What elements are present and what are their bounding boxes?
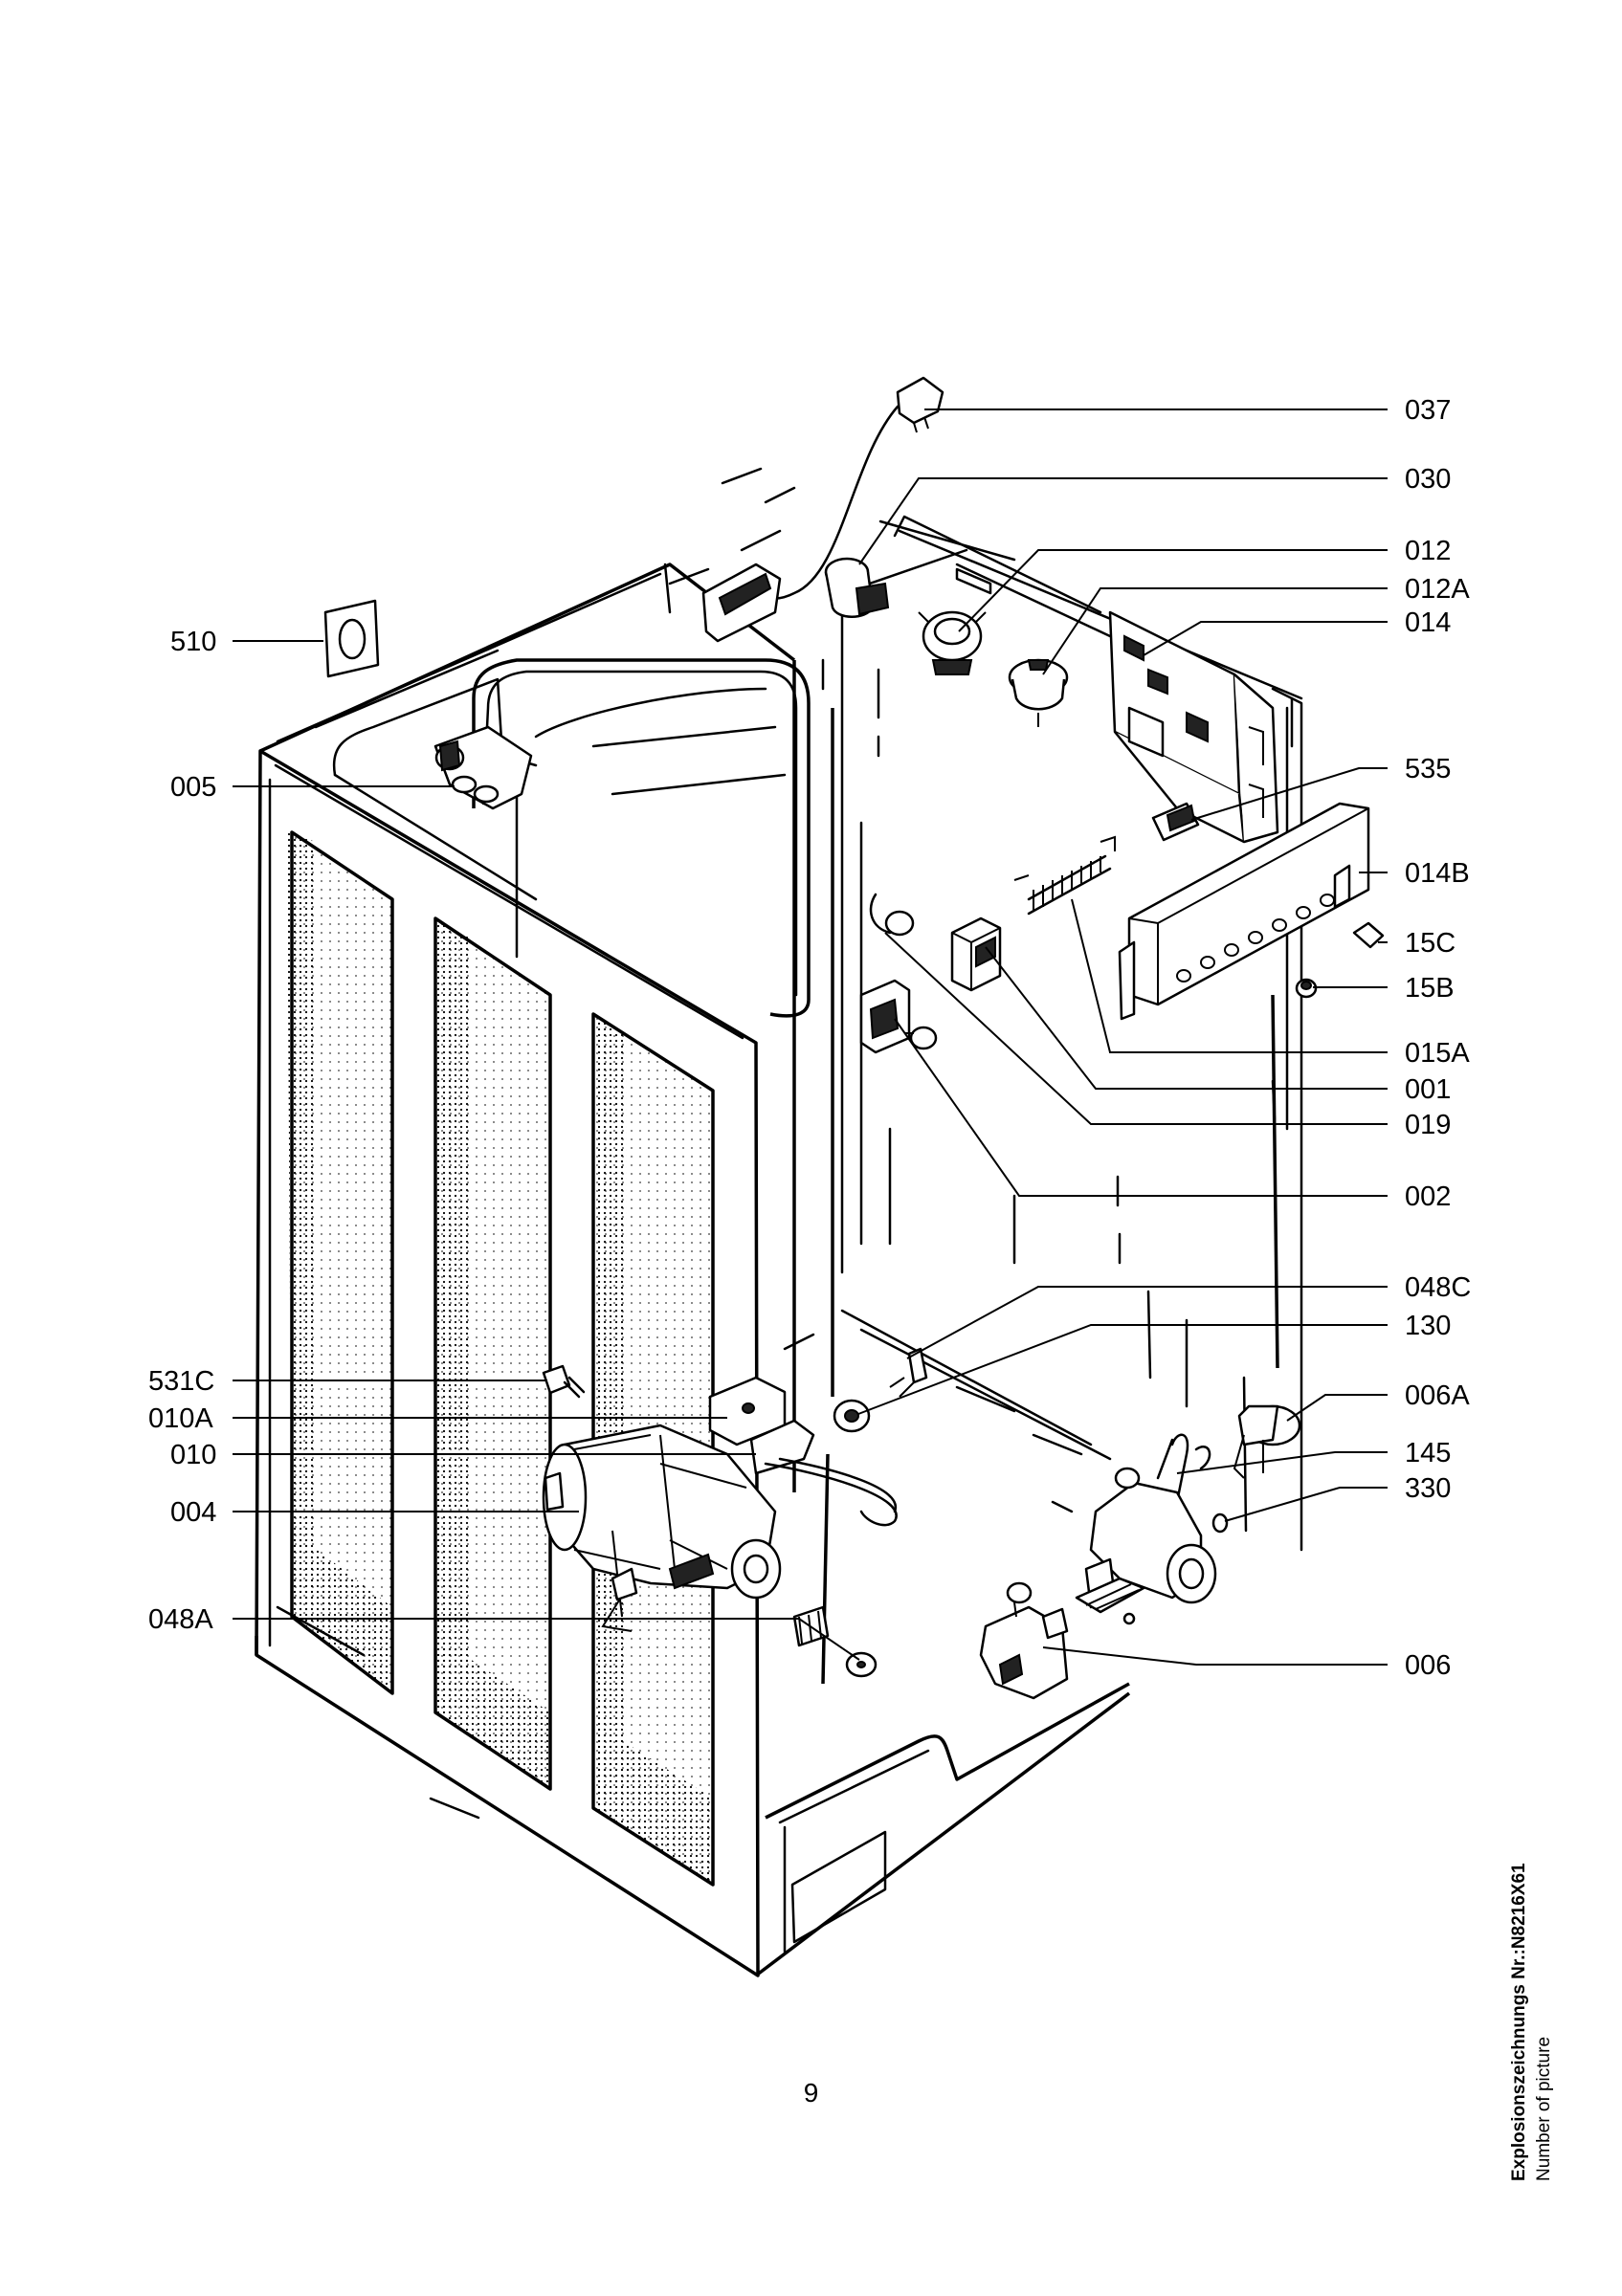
power-cord-part-037	[701, 376, 944, 643]
suppressor-part-002	[859, 979, 938, 1054]
callout-012: 012	[1405, 536, 1451, 566]
callout-030: 030	[1405, 464, 1451, 495]
small-part-330	[1211, 1512, 1229, 1534]
callout-006: 006	[1405, 1650, 1451, 1681]
ntc-sensor-part-048C	[889, 1347, 928, 1398]
cover-plate-part-510	[323, 599, 380, 678]
knob-part-15C	[1352, 921, 1385, 949]
callout-535: 535	[1405, 754, 1451, 784]
leaders	[233, 408, 1388, 1666]
capacitor-part-030	[824, 557, 890, 618]
clip-part-019	[869, 893, 915, 937]
callout-004: 004	[170, 1497, 216, 1528]
pressure-switch-part-012A	[1008, 658, 1069, 727]
callout-015A: 015A	[1405, 1038, 1470, 1069]
callout-002: 002	[1405, 1181, 1451, 1212]
knob-part-15B	[1295, 978, 1318, 999]
callout-048A: 048A	[148, 1604, 213, 1635]
callout-048C: 048C	[1405, 1272, 1471, 1303]
callout-005: 005	[170, 772, 216, 803]
drain-pump-body	[1075, 1438, 1217, 1614]
callout-037: 037	[1405, 395, 1451, 426]
callout-006A: 006A	[1405, 1380, 1470, 1411]
callout-531C: 531C	[148, 1366, 214, 1397]
callout-145: 145	[1405, 1438, 1451, 1468]
switch-contacts-part-015A	[1013, 835, 1116, 916]
heating-element-part-010	[749, 1419, 898, 1527]
control-panel-part-014B	[1118, 802, 1370, 1021]
control-board-part-014	[1108, 610, 1279, 844]
seal-part-130	[833, 1399, 871, 1433]
callout-15C: 15C	[1405, 928, 1455, 959]
programmer-part-012	[918, 610, 987, 675]
callout-019: 019	[1405, 1110, 1451, 1140]
callout-001: 001	[1405, 1074, 1451, 1105]
door-lock-part-001	[950, 916, 1002, 992]
drain-pump-part-006	[979, 1581, 1136, 1700]
hose-clamp-part-145	[1170, 1433, 1211, 1504]
inlet-valve-part-005	[433, 725, 533, 810]
callout-labels: 037 030 012 012A 014 510 005 535 014B 15…	[148, 395, 1471, 1681]
page-number: 9	[803, 2078, 819, 2108]
callout-014: 014	[1405, 607, 1451, 638]
callout-010: 010	[170, 1440, 216, 1470]
motor-part-004	[542, 1424, 782, 1632]
picture-reference-title: Explosionszeichnungs Nr.:N8216X61	[1509, 1863, 1529, 2181]
picture-reference-subtitle: Number of picture	[1534, 2036, 1554, 2181]
callout-014B: 014B	[1405, 858, 1470, 889]
callout-010A: 010A	[148, 1403, 213, 1434]
callout-15B: 15B	[1405, 973, 1455, 1004]
callout-330: 330	[1405, 1473, 1451, 1504]
connector-part-535	[1151, 802, 1200, 842]
callout-130: 130	[1405, 1311, 1451, 1341]
callout-510: 510	[170, 627, 216, 657]
callout-012A: 012A	[1405, 574, 1470, 605]
picture-reference: Explosionszeichnungs Nr.:N8216X61 Number…	[1507, 1846, 1565, 2181]
screw-part-531C	[542, 1364, 586, 1399]
front-panel-windows	[287, 830, 715, 1887]
pressure-chamber-part-006A	[1233, 1404, 1301, 1479]
motor-brush-part-048A	[792, 1605, 878, 1678]
